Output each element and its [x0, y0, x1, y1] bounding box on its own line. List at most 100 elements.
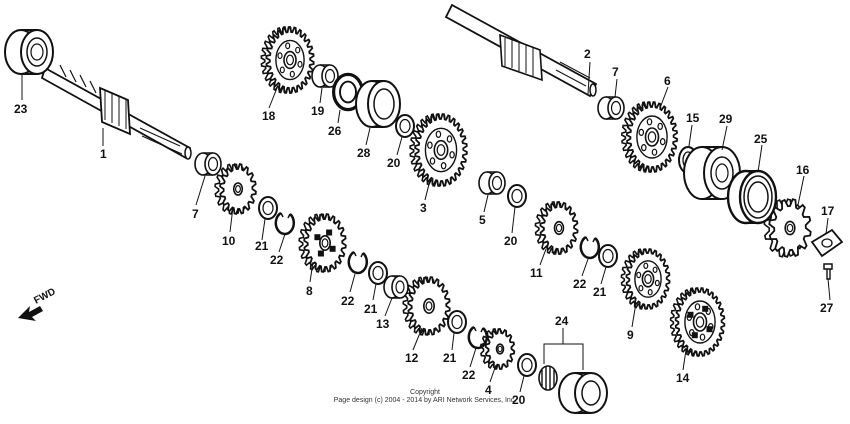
bearing-28: [355, 80, 401, 128]
gear-12: [402, 276, 451, 336]
callout-21-d: 21: [593, 285, 607, 299]
gear-dog: [329, 245, 336, 252]
gear-bore: [695, 316, 705, 328]
fwd-arrow: FWD: [18, 286, 58, 321]
callout-18: 18: [262, 109, 276, 123]
washer-20-b: [507, 184, 527, 208]
gear-lightening-hole: [643, 262, 649, 269]
callout-15: 15: [686, 111, 700, 125]
callout-2: 2: [584, 47, 591, 61]
counter-shaft: [444, 3, 598, 98]
leader-lines: [21, 61, 831, 393]
callout-29: 29: [719, 112, 733, 126]
gear-lightening-hole: [638, 285, 644, 292]
gear-dog: [687, 311, 694, 318]
gear-lightening-hole: [279, 66, 285, 74]
bolt-27: [823, 263, 833, 280]
washer-21-b: [368, 261, 388, 285]
gear-lightening-hole: [638, 128, 645, 136]
gear-lightening-hole: [297, 60, 303, 68]
callout-19: 19: [311, 104, 325, 118]
gear-bore: [647, 131, 657, 143]
callout-23: 23: [14, 102, 28, 116]
callout-6: 6: [664, 74, 671, 88]
callout-27: 27: [820, 301, 834, 315]
callout-8: 8: [306, 284, 313, 298]
callout-21-c: 21: [443, 351, 457, 365]
gear-14: [669, 287, 726, 357]
washer-21-c: [447, 310, 467, 334]
circlip-22-b: [347, 250, 369, 275]
gear-web-ring: [684, 300, 716, 344]
callout-26: 26: [328, 124, 342, 138]
callout-28: 28: [357, 146, 371, 160]
gear-bore: [321, 238, 329, 248]
fwd-label: FWD: [32, 286, 57, 306]
gear-3: [409, 113, 468, 187]
gear-6: [620, 101, 679, 173]
gear-lightening-hole: [427, 141, 433, 149]
gear-web-ring: [636, 115, 668, 159]
callout-22-a: 22: [270, 253, 284, 267]
callout-22-b: 22: [341, 294, 355, 308]
callout-4: 4: [485, 383, 492, 397]
gear-bore: [786, 223, 794, 233]
gear-dog: [314, 234, 321, 241]
callout-7: 7: [192, 207, 199, 221]
callout-24: 24: [555, 314, 569, 328]
callout-13: 13: [376, 317, 390, 331]
needle-bearing-13: [383, 275, 409, 299]
gear-lightening-hole: [295, 46, 301, 54]
gear-bore: [425, 301, 433, 311]
gear-bore: [436, 144, 446, 156]
gear-bore: [235, 185, 242, 194]
oil-seal-25: [726, 169, 778, 225]
circlip-22-d: [579, 235, 601, 260]
gear-web-ring: [275, 39, 305, 81]
gear-lightening-hole: [289, 70, 295, 78]
gear-bore: [555, 223, 563, 233]
gear-10: [214, 163, 257, 215]
copyright-line2: Page design (c) 2004 - 2014 by ARI Netwo…: [333, 397, 517, 404]
gear-lightening-hole: [647, 289, 653, 296]
gear-bore: [644, 274, 652, 285]
callout-22-c: 22: [462, 368, 476, 382]
callout-21-a: 21: [255, 239, 269, 253]
gear-lightening-hole: [657, 122, 664, 131]
callout-10: 10: [222, 234, 236, 248]
callout-11: 11: [530, 266, 543, 280]
bushing-7-main: [194, 152, 222, 176]
gear-dog: [317, 250, 324, 257]
gear-lightening-hole: [636, 271, 642, 279]
gear-lightening-hole: [654, 279, 660, 287]
circlip-22-a: [274, 211, 296, 236]
gear-lightening-hole: [651, 148, 658, 156]
gear-lightening-hole: [440, 161, 447, 170]
washer-20-c: [517, 353, 537, 377]
gear-lightening-hole: [449, 151, 455, 159]
callout-20-a: 20: [387, 156, 401, 170]
gear-lightening-hole: [694, 303, 701, 311]
bushing-7-counter: [597, 96, 625, 120]
gear-lightening-hole: [699, 333, 706, 341]
gear-lightening-hole: [435, 130, 442, 138]
callout-20-b: 20: [504, 234, 518, 248]
sprocket-16: [763, 198, 812, 258]
callout-5: 5: [479, 213, 486, 227]
callout-20-c: 20: [512, 393, 526, 407]
gear-lightening-hole: [277, 52, 283, 60]
gear-dog: [706, 326, 713, 333]
gear-18: [260, 26, 315, 94]
bearing-24: [538, 365, 608, 414]
gear-lightening-hole: [285, 42, 291, 50]
gear-web-ring: [424, 127, 458, 173]
callout-labels: 23 1 7 10 21 22 8 22 21 13 12 21 22 4 20…: [14, 47, 835, 407]
callout-21-b: 21: [364, 302, 378, 316]
callout-22-d: 22: [573, 277, 587, 291]
gear-bore: [286, 54, 295, 66]
gear-lightening-hole: [652, 266, 658, 273]
gear-dog: [691, 332, 698, 339]
callout-7-counter: 7: [612, 65, 619, 79]
callout-1: 1: [100, 147, 107, 161]
